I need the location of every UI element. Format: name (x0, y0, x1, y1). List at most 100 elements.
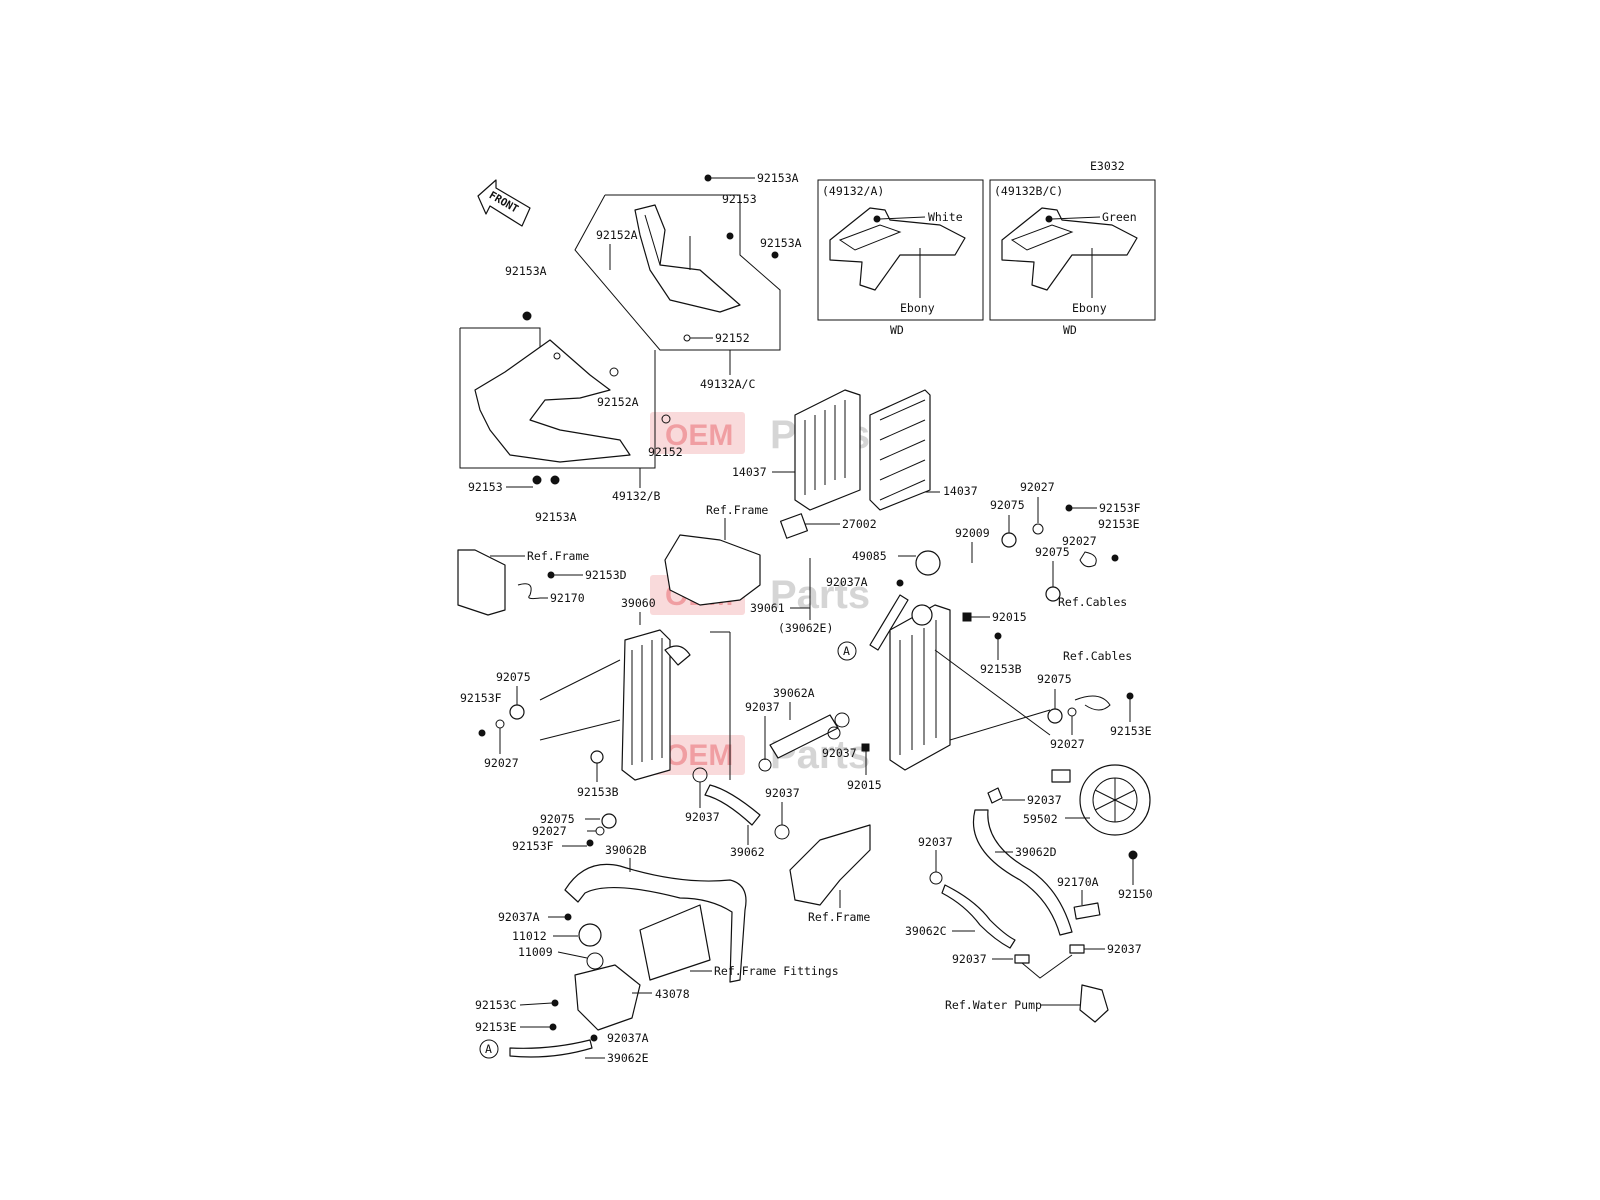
part-label: 92075 (540, 812, 575, 826)
inset-label: (49132/A) (822, 184, 884, 198)
part-label: 92153B (980, 662, 1022, 676)
part-label: Ref.Water Pump (945, 998, 1042, 1012)
part-label: 92153A (535, 510, 577, 524)
part-label: 92153 (722, 192, 757, 206)
part-label: Ref.Frame Fittings (714, 964, 839, 978)
right-fasteners-top: 92027 92153F 92075 92153E 92009 92027 92… (955, 480, 1141, 609)
part-label: 92037 (685, 810, 720, 824)
part-label: 92037A (498, 910, 540, 924)
part-label: 92009 (955, 526, 990, 540)
part-label: 92153A (760, 236, 802, 250)
part-label: 92075 (990, 498, 1025, 512)
shroud-left-group: 92153A 92152A 92152 92153 92153A 49132/B (459, 264, 683, 524)
part-label: 39062B (605, 843, 647, 857)
part-label: 92150 (1118, 887, 1153, 901)
part-label: 92027 (532, 824, 567, 838)
part-label: 11012 (512, 929, 547, 943)
part-label: 11009 (518, 945, 553, 959)
radiator-cap-group: 49085 92037A 39061 (39062E) A (750, 549, 941, 661)
part-label: 92170A (1057, 875, 1099, 889)
part-label: Ref.Frame (706, 503, 768, 517)
part-label: 92153A (505, 264, 547, 278)
part-label: 92153F (460, 691, 502, 705)
part-label: 39062D (1015, 845, 1057, 859)
part-label: 92152 (648, 445, 683, 459)
part-label: 39062A (773, 686, 815, 700)
part-label: 39062 (730, 845, 765, 859)
part-label: 92153E (475, 1020, 517, 1034)
part-label: 92037A (826, 575, 868, 589)
part-label: Ref.Cables (1058, 595, 1127, 609)
inset-label: (49132B/C) (994, 184, 1063, 198)
part-label: 39060 (621, 596, 656, 610)
part-label: 92153F (512, 839, 554, 853)
part-label: 92037 (1107, 942, 1142, 956)
radiator-guard-left: 14037 (732, 389, 861, 511)
bracket-left: Ref.Frame 92153D 92170 (457, 549, 627, 616)
shroud-upper-group: 92153A 92153 92152A 92153A 92152 49132A/… (574, 171, 802, 391)
part-label: 43078 (655, 987, 690, 1001)
inset-label: Ebony (1072, 301, 1107, 315)
reservoir-group: 39062B Ref.Frame Fittings 92037A 11012 1… (475, 843, 839, 1065)
part-label: 92037A (607, 1031, 649, 1045)
part-label: 92037 (952, 952, 987, 966)
part-label: 92153E (1098, 517, 1140, 531)
part-label: 92152A (597, 395, 639, 409)
inset-label: WD (1063, 323, 1077, 337)
radiator-guard-right: 14037 (869, 389, 978, 511)
hoses-middle: 39062A 92037 92037 92015 92037 92037 390… (685, 686, 882, 859)
part-label: 92037 (918, 835, 953, 849)
part-label: 92152A (596, 228, 638, 242)
part-label: 92037 (1027, 793, 1062, 807)
part-label: Ref.Cables (1063, 649, 1132, 663)
watermark-text: Parts (770, 573, 870, 617)
part-label: 92015 (847, 778, 882, 792)
part-label: 92075 (1035, 545, 1070, 559)
part-label: 14037 (943, 484, 978, 498)
part-label: 92153E (1110, 724, 1152, 738)
inset-label: White (928, 210, 963, 224)
part-label: 92027 (1050, 737, 1085, 751)
watermark-text: OEM (665, 419, 733, 452)
inset-label: Green (1102, 210, 1137, 224)
part-label: 49085 (852, 549, 887, 563)
part-label: 27002 (842, 517, 877, 531)
part-label: 92153C (475, 998, 517, 1012)
left-fasteners: 92075 92153F 92027 92153B 92075 92027 92… (460, 670, 619, 853)
inset-label: Ebony (900, 301, 935, 315)
part-label: 92027 (1062, 534, 1097, 548)
bracket-frame-top: Ref.Frame 27002 (664, 503, 877, 606)
part-label: 92153 (468, 480, 503, 494)
part-label: 92015 (992, 610, 1027, 624)
part-label: (39062E) (778, 621, 833, 635)
watermark-text: OEM (665, 739, 733, 772)
part-label: 92027 (1020, 480, 1055, 494)
part-label: 39062C (905, 924, 947, 938)
part-label: A (485, 1042, 492, 1056)
radiator-right: 92015 92153B (889, 604, 1051, 771)
cooling-fan: 59502 92150 92037 (987, 764, 1153, 901)
bracket-frame-lower: Ref.Frame (789, 824, 871, 924)
part-label: 92170 (550, 591, 585, 605)
part-label: 92037 (745, 700, 780, 714)
watermark: OEM Parts OEM Parts OEM Parts (650, 412, 870, 777)
part-label: 92075 (1037, 672, 1072, 686)
part-label: 49132A/C (700, 377, 755, 391)
diagram-code: E3032 (1090, 159, 1125, 173)
inset-49132BC: (49132B/C) Green Ebony WD (989, 179, 1156, 337)
part-label: 92037 (765, 786, 800, 800)
part-label: 39061 (750, 601, 785, 615)
part-label: 92037 (822, 746, 857, 760)
radiator-left: 39060 (539, 596, 731, 781)
inset-49132A: (49132/A) White Ebony WD (817, 179, 984, 337)
part-label: 49132/B (612, 489, 661, 503)
part-label: 92152 (715, 331, 750, 345)
front-arrow-icon: FRONT (477, 179, 531, 227)
part-label: 92153B (577, 785, 619, 799)
part-label: Ref.Frame (808, 910, 870, 924)
right-fasteners-mid: Ref.Cables 92075 92153E 92027 (1037, 649, 1152, 751)
part-label: 39062E (607, 1051, 649, 1065)
part-label: 92153D (585, 568, 627, 582)
part-label: 59502 (1023, 812, 1058, 826)
